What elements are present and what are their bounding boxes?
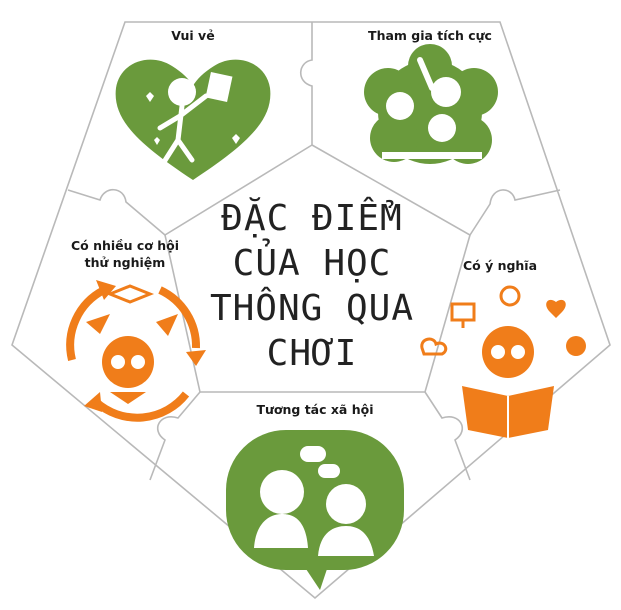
heart-with-happy-child-icon	[115, 59, 271, 180]
piece-active: Tham gia tích cực	[364, 28, 498, 164]
speech-bubble-two-children-icon	[226, 430, 404, 590]
center-title-line4: CHƠI	[267, 333, 358, 374]
label-active: Tham gia tích cực	[368, 28, 492, 43]
label-meaningful: Có ý nghĩa	[463, 258, 537, 273]
cycle-arrows-child-icon	[66, 280, 206, 422]
center-title-line1: ĐẶC ĐIỂM	[221, 196, 402, 239]
child-reading-book-icon	[420, 285, 586, 438]
center-title-line2: CỦA HỌC	[233, 237, 392, 284]
flower-with-three-children-icon	[364, 44, 498, 164]
piece-experiment: Có nhiều cơ hội thử nghiệm	[66, 238, 206, 422]
center-pentagon	[164, 144, 471, 393]
piece-social: Tương tác xã hội	[226, 402, 404, 590]
center-title: ĐẶC ĐIỂM CỦA HỌC THÔNG QUA CHƠI	[210, 196, 414, 374]
label-fun: Vui vẻ	[171, 28, 214, 43]
piece-meaningful: Có ý nghĩa	[420, 258, 586, 438]
label-social: Tương tác xã hội	[256, 402, 373, 417]
piece-fun: Vui vẻ	[115, 28, 271, 180]
puzzle-seams	[67, 22, 561, 481]
label-experiment-line2: thử nghiệm	[85, 255, 166, 270]
label-experiment-line1: Có nhiều cơ hội	[71, 238, 179, 253]
center-title-line3: THÔNG QUA	[210, 287, 414, 329]
